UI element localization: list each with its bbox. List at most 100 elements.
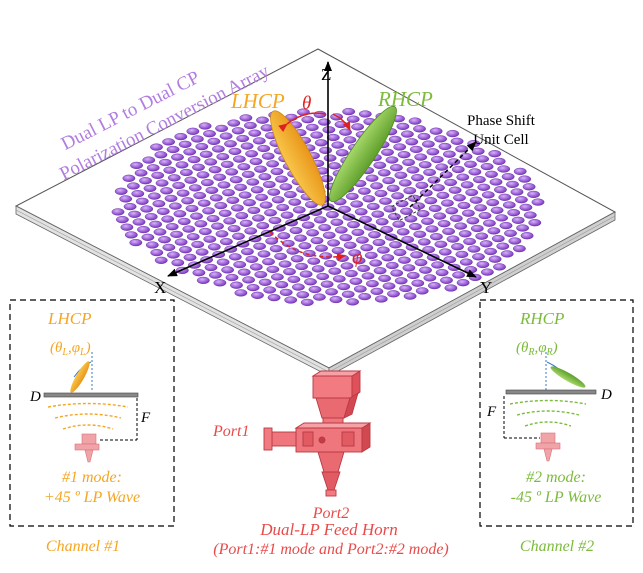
array-element <box>340 262 354 270</box>
array-element <box>447 158 461 166</box>
array-element <box>487 227 501 235</box>
array-element <box>426 148 440 156</box>
array-element <box>258 173 272 181</box>
array-element <box>120 223 134 231</box>
array-element <box>393 143 407 151</box>
feed-horn <box>263 370 372 497</box>
array-element <box>335 149 349 157</box>
array-element <box>132 218 146 226</box>
array-element <box>378 274 391 283</box>
array-element <box>402 264 416 272</box>
array-element <box>413 125 426 133</box>
array-element <box>329 295 343 304</box>
array-element <box>511 216 525 224</box>
array-element <box>216 153 230 161</box>
array-element <box>164 194 178 203</box>
array-element <box>334 226 348 234</box>
array-element <box>352 257 366 265</box>
array-element <box>506 180 519 189</box>
array-element <box>171 153 184 161</box>
array-element <box>486 199 500 207</box>
array-element <box>479 240 493 248</box>
array-element <box>240 248 254 256</box>
port1-label: Port1 <box>212 423 249 440</box>
array-element <box>196 171 210 179</box>
array-element <box>393 248 407 257</box>
array-element <box>319 146 332 155</box>
array-element <box>389 164 403 172</box>
array-element <box>328 162 341 170</box>
array-element <box>158 158 172 167</box>
array-element <box>325 288 338 296</box>
array-element <box>362 195 376 203</box>
channel-2-mode-line1: #2 mode: <box>526 469 586 486</box>
array-element <box>225 168 239 176</box>
array-element <box>411 174 424 182</box>
array-element <box>379 197 392 205</box>
array-element <box>233 261 247 269</box>
array-element <box>442 227 455 236</box>
array-element <box>200 179 214 187</box>
array-element <box>456 279 470 287</box>
array-element <box>279 288 293 297</box>
phi-arc <box>269 231 346 262</box>
array-element <box>155 179 169 187</box>
array-element <box>376 246 390 254</box>
array-element <box>409 145 423 154</box>
array-element <box>385 156 399 164</box>
array-element <box>312 293 326 301</box>
array-element <box>283 191 297 199</box>
array-element <box>411 279 425 287</box>
array-element <box>429 127 443 135</box>
array-element <box>204 263 218 272</box>
array-element <box>313 216 327 224</box>
array-element <box>150 143 163 151</box>
array-element <box>188 184 202 192</box>
array-element <box>444 178 457 187</box>
array-element <box>137 226 150 234</box>
array-element <box>461 209 475 217</box>
array-element <box>386 184 400 192</box>
array-element <box>357 187 371 195</box>
array-element <box>365 174 379 182</box>
array-element <box>322 126 336 134</box>
array-element <box>264 209 277 217</box>
array-element <box>224 140 237 148</box>
array-element <box>238 191 252 199</box>
array-element <box>359 215 372 224</box>
array-element <box>357 264 370 273</box>
array-element <box>215 230 229 238</box>
array-element <box>299 270 313 278</box>
array-element <box>292 206 306 214</box>
array-element <box>457 201 471 210</box>
array-element <box>123 203 137 211</box>
array-element <box>261 152 275 160</box>
array-element <box>227 119 241 127</box>
array-element <box>173 210 187 218</box>
array-element <box>430 155 444 164</box>
array-element <box>389 241 402 249</box>
array-element <box>500 250 514 258</box>
array-element <box>191 240 205 249</box>
array-element <box>368 231 381 239</box>
array-element <box>436 191 450 200</box>
array-element <box>463 237 476 246</box>
array-element <box>485 170 498 178</box>
array-element <box>477 183 491 191</box>
array-element <box>259 201 273 209</box>
array-element <box>219 132 233 140</box>
feed-horn-subtitle: (Port1:#1 mode and Port2:#2 mode) <box>213 541 449 558</box>
array-element <box>429 233 443 241</box>
coordinate-axes: Z X Y <box>154 61 492 297</box>
array-element <box>291 283 305 291</box>
channel-1-wave-2 <box>54 413 122 419</box>
array-element <box>208 271 222 279</box>
array-element <box>408 117 422 125</box>
array-element <box>452 271 465 279</box>
array-element <box>232 232 245 240</box>
array-element <box>451 165 465 174</box>
array-element <box>414 153 428 161</box>
array-element <box>320 280 334 288</box>
channel-1-wave-3 <box>62 424 114 430</box>
array-element <box>444 284 458 292</box>
